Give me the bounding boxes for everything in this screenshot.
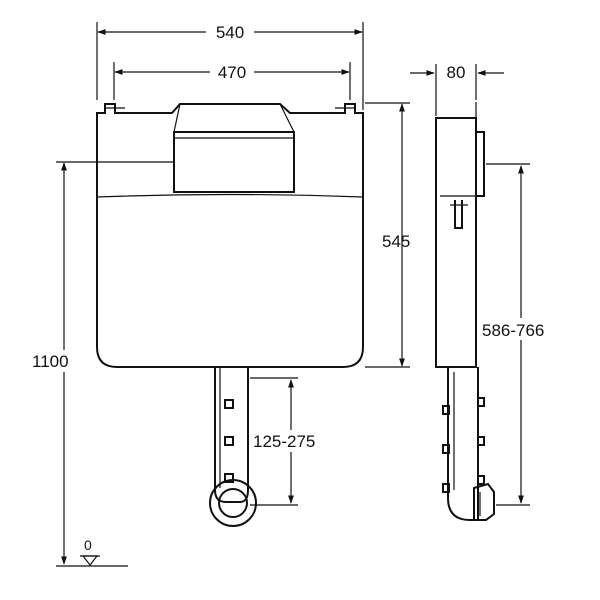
outlet-ring-outer [209,479,257,527]
dim-80-label: 80 [447,63,466,82]
dim-125-275-label: 125-275 [253,432,315,451]
pipe-hole [224,399,234,409]
dim-1100-label: 1100 [32,352,69,371]
side-body [435,117,477,368]
side-flush-plate [475,131,485,197]
side-view: 80 586-766 [410,63,562,521]
tank-top-line [96,193,364,198]
pipe-hole [224,473,234,483]
dim-540-label: 540 [216,23,244,42]
dim-586-766-label: 586-766 [482,321,544,340]
side-outlet [473,482,495,521]
outlet-ring-inner [218,488,248,518]
floor-level-label: 0 [84,537,92,553]
cistern-body [96,103,364,368]
front-view: 540 470 545 1100 0 125-275 [28,22,410,567]
dim-545-label: 545 [382,232,410,251]
side-pipe [447,367,479,521]
outlet-pipe [214,368,249,503]
floor-level-triangle [81,555,99,566]
dim-470-label: 470 [218,63,246,82]
pipe-hole [224,436,234,446]
